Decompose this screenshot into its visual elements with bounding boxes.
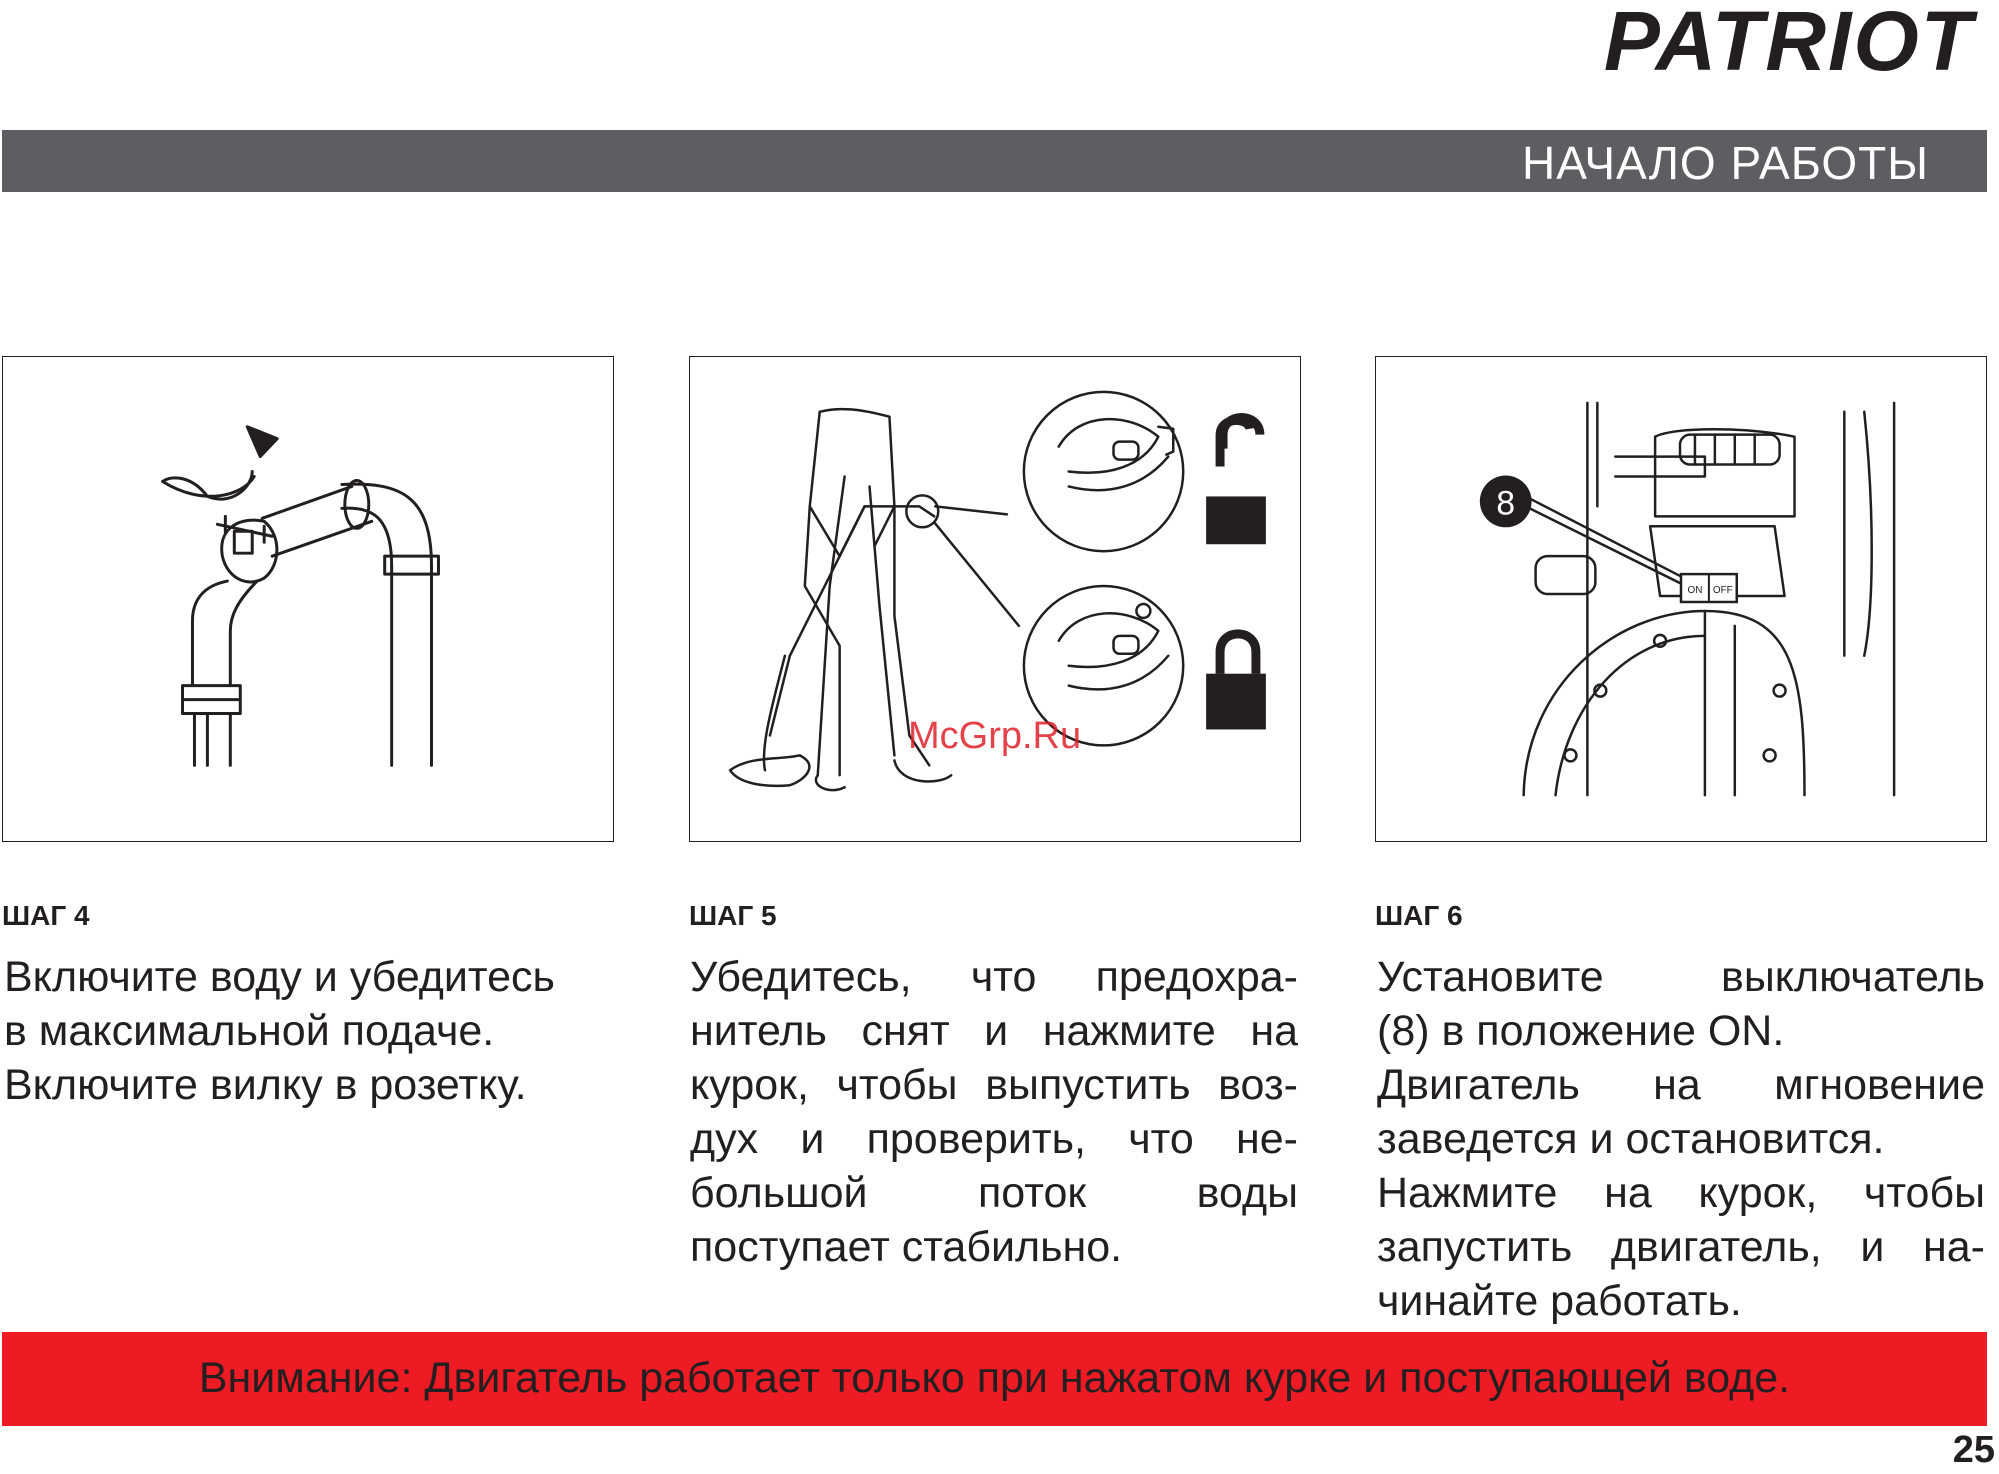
svg-text:ON: ON	[1687, 585, 1702, 596]
section-header-bar: НАЧАЛО РАБОТЫ	[2, 130, 1987, 192]
patriot-logo: PATRIOT	[1604, 6, 1979, 78]
step-6-label: ШАГ 6	[1375, 900, 1463, 931]
locked-padlock-icon	[1206, 629, 1266, 730]
warning-text: Внимание: Двигатель работает только при …	[198, 1354, 1791, 1402]
step-6-text: Установите выключатель (8) в положение O…	[1377, 953, 1985, 1325]
step-4-text: Включите воду и убедитесь в максимальной…	[4, 953, 555, 1109]
step-5-text: Убедитесь, что предохра- нитель снят и н…	[690, 953, 1298, 1271]
page-number: 25	[1952, 1429, 1995, 1471]
section-title: НАЧАЛО РАБОТЫ	[1522, 137, 1929, 189]
svg-text:8: 8	[1496, 484, 1515, 522]
callout-8	[1479, 475, 1532, 528]
step-4-illustration	[2, 356, 614, 842]
unlocked-padlock-icon	[1206, 413, 1266, 545]
step-4-label: ШАГ 4	[2, 900, 90, 931]
pressure-washer-gun-illustration	[728, 390, 1266, 792]
step-5-illustration: McGrp.Ru	[689, 356, 1301, 842]
svg-text:PATRIOT: PATRIOT	[1604, 6, 1979, 78]
watermark: McGrp.Ru	[908, 715, 1082, 757]
power-switch-illustration: ON OFF 8	[1479, 401, 1896, 797]
water-tap-illustration	[161, 425, 440, 767]
warning-bar: Внимание: Двигатель работает только при …	[2, 1332, 1987, 1426]
svg-text:OFF: OFF	[1713, 585, 1733, 596]
step-6-illustration: ON OFF 8	[1375, 356, 1987, 842]
step-5-label: ШАГ 5	[689, 900, 777, 931]
